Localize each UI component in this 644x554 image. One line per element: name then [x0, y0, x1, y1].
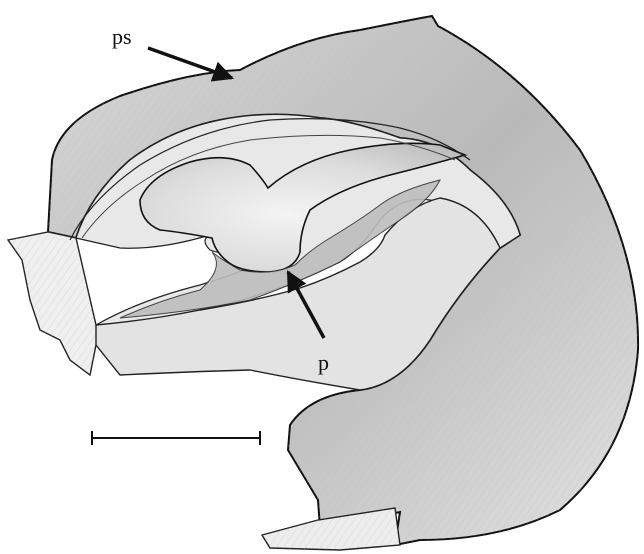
p-label: p	[318, 350, 329, 375]
ps-arrow	[148, 48, 232, 78]
ps-label: ps	[112, 24, 132, 49]
scale-bar	[92, 431, 260, 445]
